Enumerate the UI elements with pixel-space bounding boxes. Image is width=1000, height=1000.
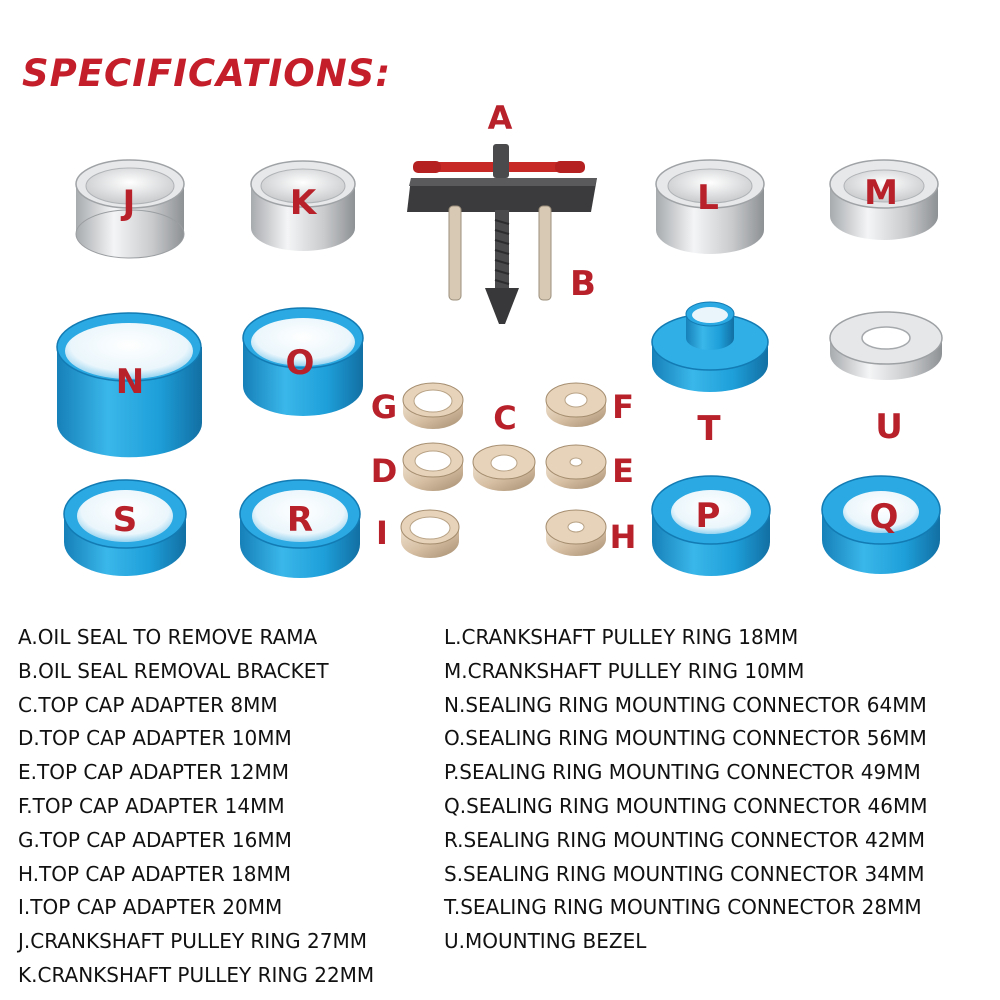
spec-item: I.TOP CAP ADAPTER 20MM: [18, 895, 283, 920]
label-k: K: [289, 183, 317, 223]
ring-j: [68, 146, 192, 270]
seal-removal-bracket: [405, 140, 605, 340]
spec-item: O.SEALING RING MOUNTING CONNECTOR 56MM: [444, 726, 927, 751]
label-g: G: [370, 388, 398, 426]
spec-item: E.TOP CAP ADAPTER 12MM: [18, 760, 289, 785]
spec-item: M.CRANKSHAFT PULLEY RING 10MM: [444, 658, 805, 683]
spec-item: J.CRANKSHAFT PULLEY RING 27MM: [18, 929, 367, 954]
label-o: O: [285, 343, 315, 383]
adapter-i: [398, 505, 462, 565]
spec-item: G.TOP CAP ADAPTER 16MM: [18, 827, 292, 852]
label-j: J: [122, 183, 136, 223]
spec-item: K.CRANKSHAFT PULLEY RING 22MM: [18, 962, 375, 987]
spec-item: P.SEALING RING MOUNTING CONNECTOR 49MM: [444, 760, 921, 785]
adapter-f: [543, 380, 609, 432]
spec-item: L.CRANKSHAFT PULLEY RING 18MM: [444, 625, 799, 649]
connector-p: [648, 462, 774, 586]
spec-item: T.SEALING RING MOUNTING CONNECTOR 28MM: [444, 895, 922, 920]
label-h: H: [609, 518, 637, 556]
adapter-d: [400, 438, 466, 494]
spec-item: A.OIL SEAL TO REMOVE RAMA: [18, 625, 318, 649]
connector-s: [60, 468, 190, 586]
spec-item: R.SEALING RING MOUNTING CONNECTOR 42MM: [444, 827, 925, 852]
label-f: F: [612, 388, 634, 426]
spec-item: N.SEALING RING MOUNTING CONNECTOR 64MM: [444, 692, 927, 717]
label-u: U: [875, 407, 903, 447]
label-b: B: [570, 264, 596, 304]
label-p: P: [695, 496, 721, 536]
spec-item: C.TOP CAP ADAPTER 8MM: [18, 692, 278, 717]
connector-r: [236, 468, 364, 586]
label-q: Q: [869, 497, 899, 537]
label-n: N: [115, 362, 145, 402]
connector-n: [52, 305, 207, 465]
label-m: M: [864, 173, 898, 213]
adapter-e: [543, 440, 609, 494]
spec-item: D.TOP CAP ADAPTER 10MM: [18, 726, 292, 751]
label-i: I: [376, 514, 388, 552]
label-a: A: [487, 99, 513, 137]
label-e: E: [612, 452, 634, 490]
spec-item: U.MOUNTING BEZEL: [444, 929, 647, 954]
spec-item: B.OIL SEAL REMOVAL BRACKET: [18, 658, 329, 683]
connector-t: [648, 298, 773, 408]
label-d: D: [370, 452, 398, 490]
connector-q: [818, 462, 944, 584]
adapter-g: [400, 380, 466, 432]
spec-item: Q.SEALING RING MOUNTING CONNECTOR 46MM: [444, 793, 928, 818]
spec-list-left: A.OIL SEAL TO REMOVE RAMA B.OIL SEAL REMO…: [18, 621, 374, 993]
ring-m: [824, 146, 944, 256]
mounting-bezel-u: [826, 298, 946, 398]
ring-k: [245, 148, 361, 264]
adapter-c: [470, 440, 538, 496]
adapter-h: [543, 505, 609, 563]
label-c: C: [493, 399, 517, 437]
spec-list-right: L.CRANKSHAFT PULLEY RING 18MM M.CRANKSHAF…: [444, 621, 928, 959]
spec-item: F.TOP CAP ADAPTER 14MM: [18, 793, 285, 818]
label-t: T: [697, 409, 721, 449]
label-l: L: [697, 178, 719, 218]
spec-item: S.SEALING RING MOUNTING CONNECTOR 34MM: [444, 861, 925, 886]
ring-l: [650, 146, 770, 266]
page-title: SPECIFICATIONS:: [22, 52, 392, 95]
label-s: S: [112, 500, 138, 540]
connector-o: [238, 298, 368, 423]
spec-item: H.TOP CAP ADAPTER 18MM: [18, 861, 292, 886]
label-r: R: [286, 500, 314, 540]
